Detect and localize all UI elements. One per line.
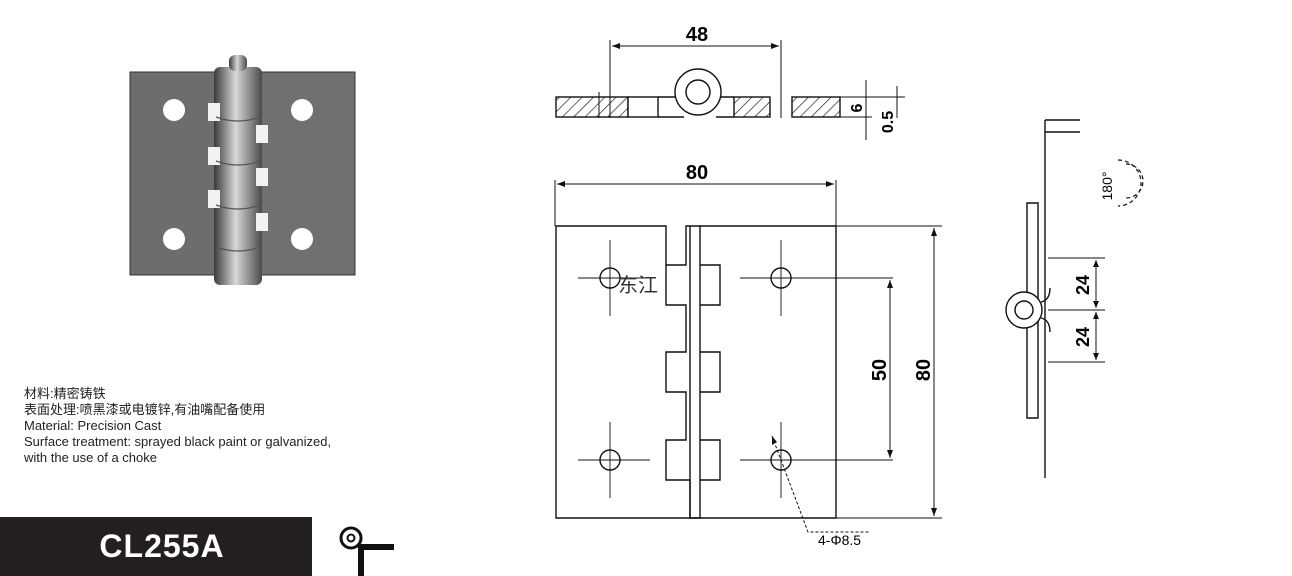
- dim-clearance: 0.5: [880, 111, 897, 133]
- material-cn: 材料:精密铸铁: [24, 386, 106, 401]
- dim-width: 80: [686, 162, 708, 184]
- dim-height: 80: [913, 359, 935, 381]
- mounting-holes: [599, 267, 792, 471]
- material-en: Material: Precision Cast: [24, 418, 162, 433]
- dim-thickness: 6: [849, 103, 866, 112]
- surface-en-2: with the use of a choke: [24, 450, 157, 465]
- dim-top-width: 48: [686, 24, 708, 46]
- hinge-type-icon: [339, 526, 394, 576]
- dim-hole-spacing: 50: [869, 359, 891, 381]
- surface-en: Surface treatment: sprayed black paint o…: [24, 434, 332, 449]
- dim-half-lower: 24: [1073, 327, 1093, 347]
- model-banner: CL255A: [0, 517, 312, 576]
- dim-angle: 180°: [1099, 172, 1115, 201]
- top-section-view: [555, 40, 905, 140]
- hinge-photo: [129, 55, 356, 285]
- dim-half-upper: 24: [1073, 275, 1093, 295]
- front-view: [554, 180, 942, 519]
- spec-block: 材料:精密铸铁 表面处理:喷黑漆或电镀锌,有油嘴配备使用 Material: P…: [24, 386, 331, 466]
- model-number: CL255A: [99, 528, 225, 564]
- surface-cn: 表面处理:喷黑漆或电镀锌,有油嘴配备使用: [24, 402, 266, 417]
- watermark: 东江: [618, 274, 658, 297]
- side-view: [1005, 119, 1105, 478]
- dim-holes: 4-Φ8.5: [818, 532, 861, 548]
